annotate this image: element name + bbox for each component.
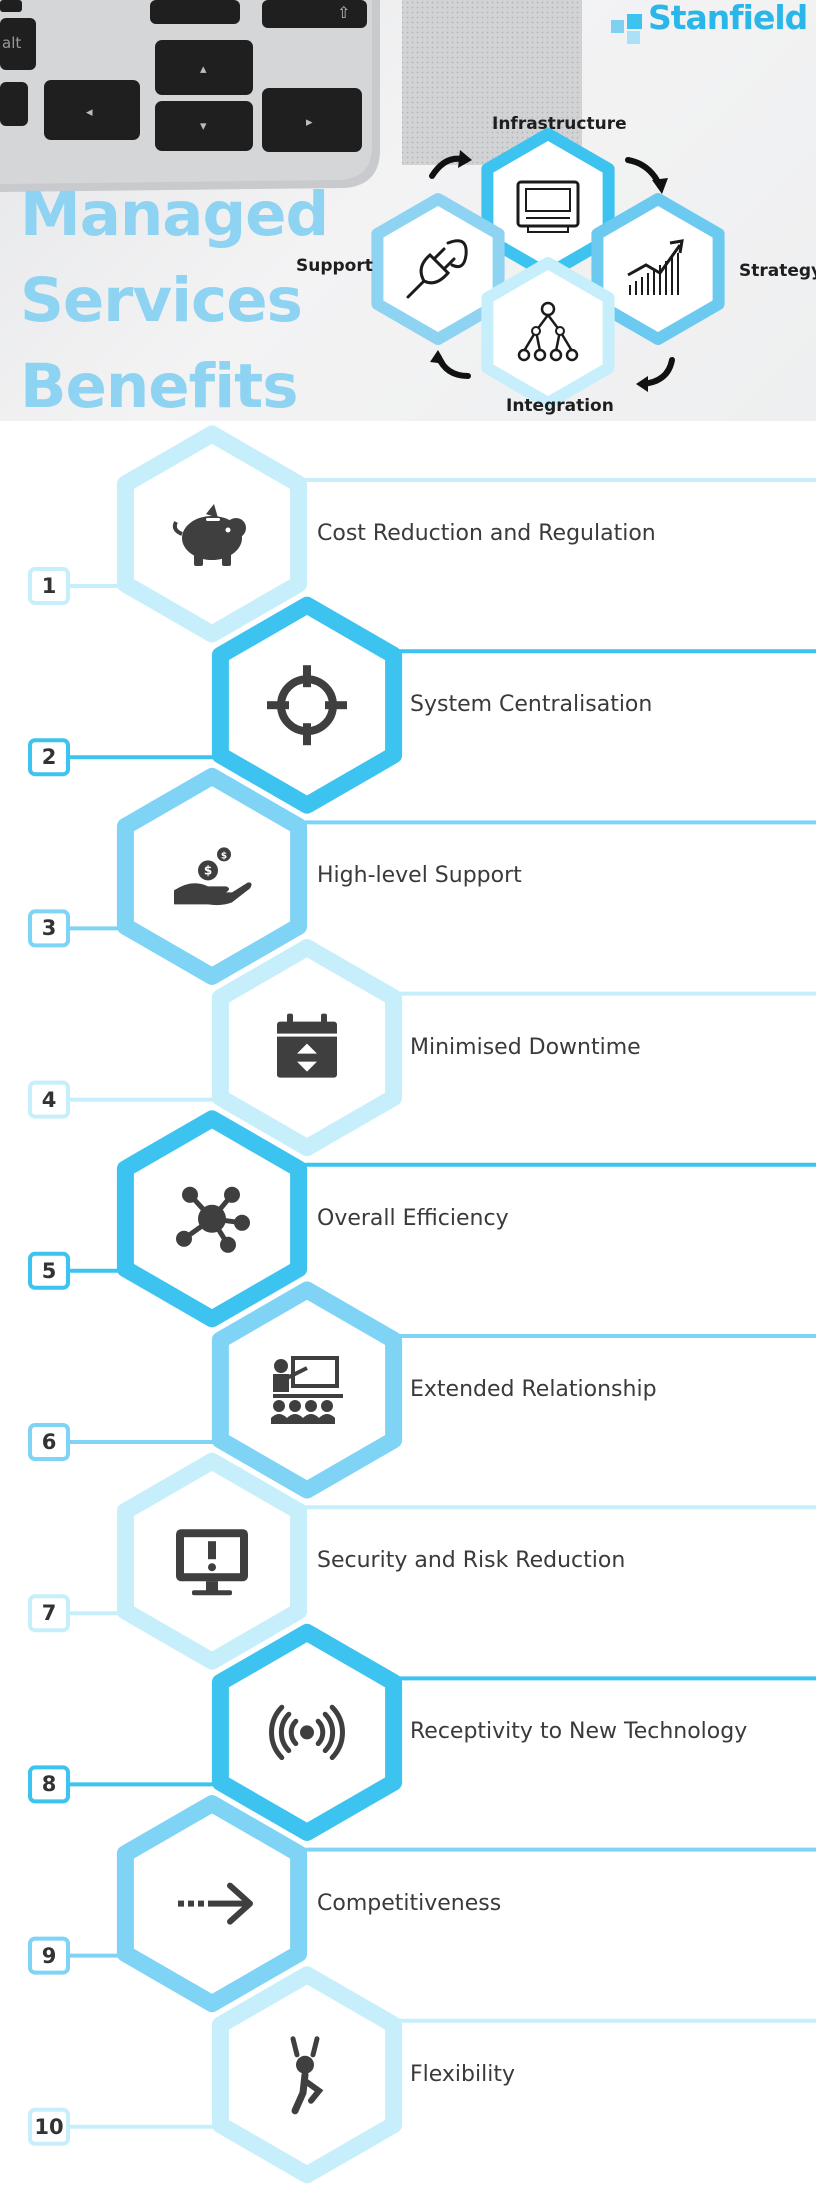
benefit-item [28, 1795, 816, 2013]
growth-chart-icon [627, 239, 684, 295]
classroom-icon [271, 1356, 343, 1424]
benefit-number: 1 [41, 574, 57, 598]
benefit-label: Security and Risk Reduction [317, 1548, 626, 1574]
benefit-number: 2 [41, 745, 57, 770]
hero-header: ⇧ alt ◂ ▴ ▾ ▸ Man [0, 0, 816, 421]
benefit-number: 10 [34, 2114, 64, 2139]
benefit-label: Minimised Downtime [410, 1034, 641, 1060]
header-artwork: ⇧ alt ◂ ▴ ▾ ▸ [0, 0, 725, 409]
benefit-number: 8 [41, 1772, 57, 1797]
number-badge [28, 567, 70, 605]
cycle-hex-infrastructure [481, 128, 615, 280]
cycle-hex-support [371, 193, 505, 345]
network-tree-icon [517, 301, 579, 362]
arrow-right-icon [178, 1882, 253, 1925]
number-badge [28, 1936, 70, 1975]
benefit-number: 9 [41, 1943, 57, 1968]
benefit-item [28, 596, 816, 814]
number-badge [28, 738, 70, 777]
svg-text:▴: ▴ [200, 62, 207, 77]
svg-text:⇧: ⇧ [337, 3, 350, 22]
svg-text:◂: ◂ [86, 105, 93, 120]
cycle-label-infrastructure: Infrastructure [492, 114, 627, 134]
number-badge [28, 1080, 70, 1119]
cycle-hex-integration [481, 257, 615, 409]
number-badge [28, 1423, 70, 1461]
acrobat-icon [290, 2036, 324, 2115]
svg-text:▾: ▾ [200, 119, 207, 134]
benefit-item [28, 1966, 816, 2184]
monitor-alert-icon [176, 1529, 248, 1596]
benefit-number: 6 [41, 1430, 57, 1454]
number-badge [28, 1594, 70, 1633]
calendar-icon [277, 1013, 337, 1078]
benefit-label: Extended Relationship [410, 1377, 657, 1402]
title-line: Managed [20, 179, 329, 250]
cycle-label-strategy: Strategy [739, 261, 816, 281]
benefit-label: Receptivity to New Technology [410, 1719, 748, 1745]
hand-coins-icon: $$ [174, 847, 252, 906]
benefit-hexagon [211, 596, 403, 814]
benefit-item [28, 939, 816, 1157]
benefit-label: High-level Support [317, 863, 522, 889]
number-badge [28, 1251, 70, 1290]
number-badge [28, 1765, 70, 1804]
title-line: Services [20, 265, 303, 336]
benefit-label: Cost Reduction and Regulation [317, 521, 656, 546]
crosshair-icon [267, 665, 347, 746]
svg-text:alt: alt [2, 34, 21, 52]
benefit-number: 5 [41, 1258, 57, 1283]
piggy-bank-icon [172, 504, 246, 566]
svg-text:▸: ▸ [306, 115, 313, 130]
computer-icon [516, 180, 580, 233]
company-logo: Stanfield IT [648, 0, 816, 37]
network-hub-icon [176, 1186, 250, 1253]
svg-text:$: $ [204, 863, 212, 877]
cycle-label-support: Support [296, 256, 373, 276]
svg-text:$: $ [221, 851, 227, 861]
number-badge [28, 909, 70, 948]
benefit-label: Competitiveness [317, 1890, 502, 1916]
cycle-diagram [371, 128, 725, 409]
benefit-label: System Centralisation [410, 692, 653, 718]
benefit-item [28, 1452, 816, 1670]
benefit-number: 3 [41, 916, 57, 941]
number-badge [28, 2107, 70, 2146]
plug-icon [406, 239, 468, 299]
benefit-item [28, 1281, 816, 1499]
logo-mark [611, 14, 642, 44]
benefit-item [28, 1623, 816, 1841]
page-title: Managed Services Benefits [20, 172, 329, 421]
benefit-label: Overall Efficiency [317, 1205, 509, 1231]
benefit-label: Flexibility [410, 2061, 515, 2087]
benefit-number: 4 [41, 1087, 57, 1112]
benefit-hexagon [211, 1281, 403, 1499]
cycle-hex-strategy [591, 193, 725, 345]
cycle-label-integration: Integration [506, 396, 614, 416]
broadcast-icon [269, 1704, 345, 1761]
benefit-number: 7 [41, 1601, 57, 1626]
benefits-list: $$ [28, 425, 816, 2184]
benefit-item [28, 1110, 816, 1328]
title-line: Benefits [20, 351, 299, 421]
benefit-item [28, 425, 816, 643]
benefit-item: $$ [28, 767, 816, 985]
